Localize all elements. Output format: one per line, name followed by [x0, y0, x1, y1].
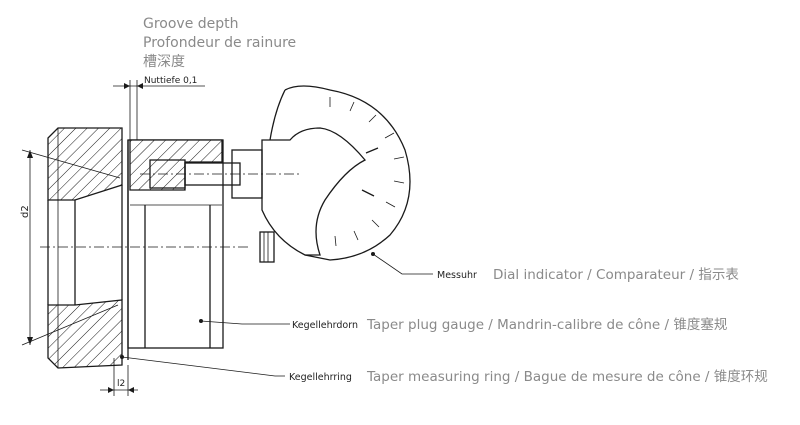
header-zh: 槽深度: [143, 54, 185, 70]
callout-dial-text: Dial indicator / Comparateur / 指示表: [493, 267, 739, 283]
groove-depth-dimension: Nuttiefe 0,1: [113, 76, 205, 140]
taper-plug-gauge: [127, 139, 224, 349]
dial-clamp: [259, 231, 275, 263]
callout-taper-ring: Kegellehrring Taper measuring ring / Bag…: [289, 369, 768, 385]
callout-taper-plug: Kegellehrdorn Taper plug gauge / Mandrin…: [292, 316, 727, 333]
callout-plug-de: Kegellehrdorn: [292, 320, 358, 331]
taper-measuring-ring: [47, 127, 129, 369]
callout-ring-de: Kegellehrring: [289, 372, 352, 383]
d2-label: d2: [20, 205, 31, 218]
callout-ring-text: Taper measuring ring / Bague de mesure d…: [366, 369, 768, 385]
groove-depth-label: Nuttiefe 0,1: [144, 76, 197, 86]
callout-plug-text: Taper plug gauge / Mandrin-calibre de cô…: [366, 316, 727, 333]
d2-dimension: d2: [20, 149, 121, 346]
header-en: Groove depth: [143, 16, 239, 32]
callout-leaders: [121, 253, 433, 377]
l2-label: l2: [117, 379, 125, 389]
header-fr: Profondeur de rainure: [143, 35, 296, 51]
dial-ticks: [329, 97, 405, 247]
callout-dial-indicator: Messuhr Dial indicator / Comparateur / 指…: [437, 267, 739, 283]
callout-dial-de: Messuhr: [437, 270, 477, 281]
